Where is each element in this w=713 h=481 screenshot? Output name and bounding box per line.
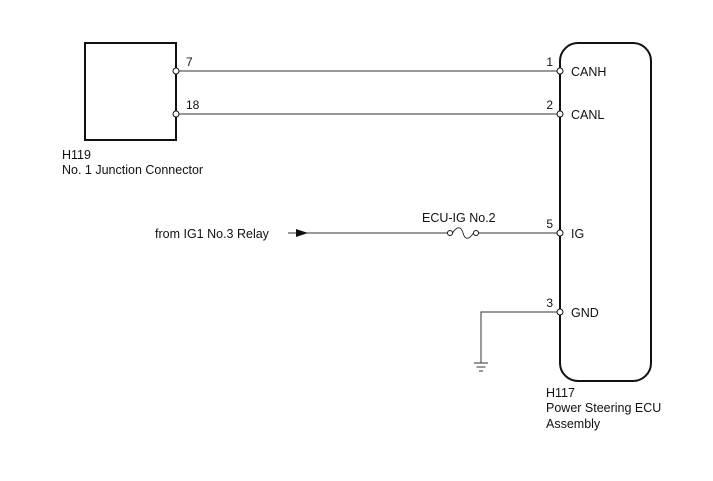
signal-gnd: GND <box>571 306 599 320</box>
signal-ig: IG <box>571 227 584 241</box>
ground-icon <box>474 362 488 372</box>
junction-connector-code: H119 <box>62 148 91 162</box>
wire-gnd <box>480 311 560 363</box>
fuse-label: ECU-IG No.2 <box>422 211 496 225</box>
ecu-code: H117 <box>546 386 575 400</box>
ecu-name-line2: Assembly <box>546 417 601 431</box>
ecu-name-line1: Power Steering ECU <box>546 401 661 415</box>
pin-number-3: 3 <box>546 296 553 310</box>
ecu-body <box>559 42 652 382</box>
signal-canh: CANH <box>571 65 606 79</box>
signal-canl: CANL <box>571 108 604 122</box>
junction-connector-name: No. 1 Junction Connector <box>62 163 203 177</box>
pin-node-7 <box>172 67 180 75</box>
pin-node-3 <box>556 308 564 316</box>
pin-number-1: 1 <box>546 55 553 69</box>
pin-node-2 <box>556 110 564 118</box>
pin-number-7: 7 <box>186 55 193 69</box>
pin-node-5 <box>556 229 564 237</box>
pin-node-1 <box>556 67 564 75</box>
pin-number-5: 5 <box>546 217 553 231</box>
pin-number-18: 18 <box>186 98 200 112</box>
arrow-icon <box>296 229 308 237</box>
power-source-label: from IG1 No.3 Relay <box>155 227 270 241</box>
pin-node-18 <box>172 110 180 118</box>
junction-connector-box <box>84 42 177 141</box>
fuse-icon <box>447 227 479 239</box>
pin-number-2: 2 <box>546 98 553 112</box>
